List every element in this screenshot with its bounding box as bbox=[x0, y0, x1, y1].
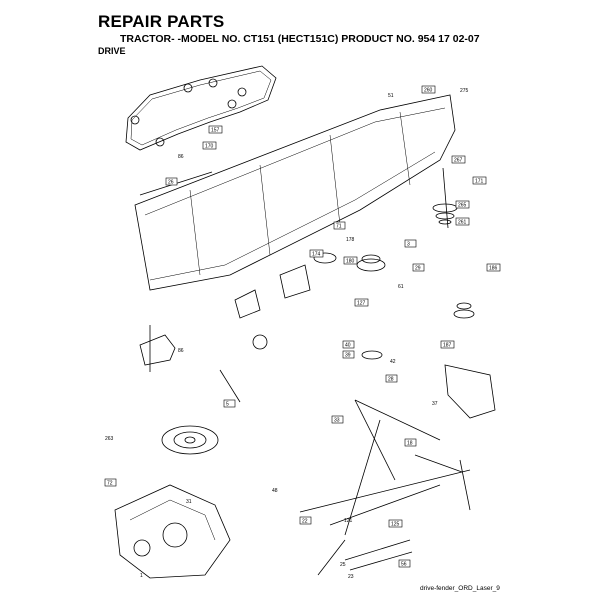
callout-261: 261 bbox=[458, 220, 467, 226]
callout-157: 157 bbox=[211, 128, 220, 134]
callout-18: 18 bbox=[407, 441, 413, 447]
shift-rods bbox=[299, 364, 496, 526]
callout-186: 186 bbox=[489, 266, 498, 272]
callout-56: 56 bbox=[401, 562, 407, 568]
callout-31: 31 bbox=[186, 499, 192, 505]
callout-260: 260 bbox=[424, 88, 433, 94]
model-subtitle: TRACTOR- -MODEL NO. CT151 (HECT151C) PRO… bbox=[120, 33, 480, 45]
callout-178: 178 bbox=[346, 237, 355, 243]
drive-belt bbox=[125, 65, 277, 151]
callout-23: 23 bbox=[348, 574, 354, 580]
callout-25: 25 bbox=[340, 562, 346, 568]
transmission-pulley bbox=[161, 425, 219, 455]
brake-rods bbox=[317, 539, 413, 576]
pulley-assembly-right bbox=[432, 167, 475, 319]
callout-33: 33 bbox=[334, 418, 340, 424]
callout-1: 1 bbox=[140, 573, 143, 579]
callout-267: 267 bbox=[454, 158, 463, 164]
callout-42: 42 bbox=[390, 359, 396, 365]
callout-51: 51 bbox=[388, 93, 394, 99]
callout-265: 265 bbox=[458, 203, 467, 209]
callout-22: 22 bbox=[302, 519, 308, 525]
callout-180: 180 bbox=[346, 259, 355, 265]
callout-5: 5 bbox=[226, 402, 229, 408]
callout-275: 275 bbox=[460, 88, 469, 94]
callout-187: 187 bbox=[443, 343, 452, 349]
callout-40: 40 bbox=[345, 343, 351, 349]
callout-72: 72 bbox=[107, 481, 113, 487]
callout-121: 121 bbox=[344, 518, 353, 524]
callout-171: 171 bbox=[475, 179, 484, 185]
callout-71: 71 bbox=[336, 224, 342, 230]
tractor-frame bbox=[134, 94, 456, 291]
mounting-bracket-left bbox=[139, 325, 176, 372]
transaxle bbox=[114, 484, 231, 579]
callout-125: 125 bbox=[391, 522, 400, 528]
part-callouts: 157 86 170 26 260 275 51 267 171 265 261… bbox=[104, 85, 501, 580]
idler-pulley-center bbox=[313, 252, 386, 360]
page-title: REPAIR PARTS bbox=[98, 12, 225, 31]
callout-61: 61 bbox=[398, 284, 404, 290]
callout-174: 174 bbox=[312, 252, 321, 258]
callout-28: 28 bbox=[388, 377, 394, 383]
clutch-linkage bbox=[219, 264, 441, 536]
callout-37: 37 bbox=[432, 401, 438, 407]
callout-3: 3 bbox=[407, 242, 410, 248]
callout-86: 86 bbox=[178, 154, 184, 160]
callout-26: 26 bbox=[168, 180, 174, 186]
callout-29: 29 bbox=[415, 266, 421, 272]
callout-170: 170 bbox=[205, 144, 214, 150]
callout-39: 39 bbox=[345, 353, 351, 359]
callout-127: 127 bbox=[357, 301, 366, 307]
drawing-id: drive-fender_ORD_Laser_9 bbox=[420, 585, 500, 592]
section-label: DRIVE bbox=[98, 46, 126, 56]
callout-48: 48 bbox=[272, 488, 278, 494]
callout-263: 263 bbox=[105, 436, 114, 442]
callout-86-lower: 86 bbox=[178, 348, 184, 354]
